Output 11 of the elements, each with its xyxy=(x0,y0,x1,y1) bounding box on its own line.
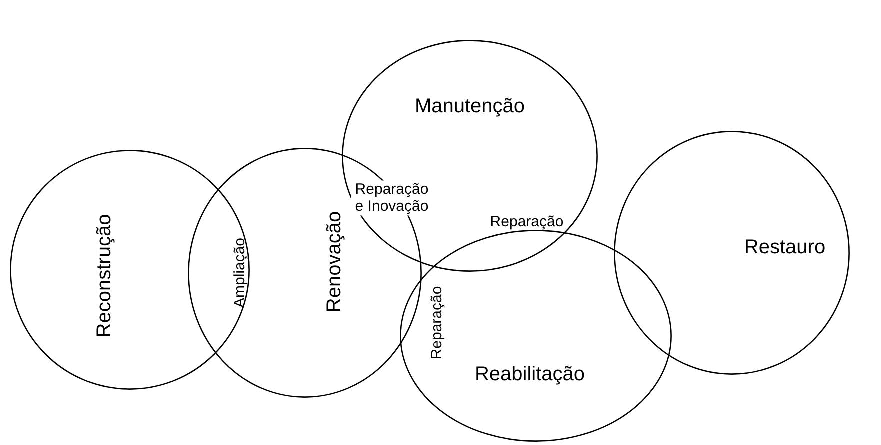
circle-label: Renovação xyxy=(324,211,346,313)
circle-label: Manutenção xyxy=(414,96,526,118)
overlap-label: Ampliação xyxy=(231,238,249,308)
overlap-label: Reparação xyxy=(490,213,564,231)
circle-label: Restauro xyxy=(744,236,826,260)
circle-shape xyxy=(614,131,850,375)
circle-label: Reconstrução xyxy=(94,214,116,338)
circle-label: Reabilitação xyxy=(474,364,586,386)
circle-shape xyxy=(400,230,672,442)
overlap-label: Reparação xyxy=(428,286,446,360)
circle-shape xyxy=(10,150,250,390)
